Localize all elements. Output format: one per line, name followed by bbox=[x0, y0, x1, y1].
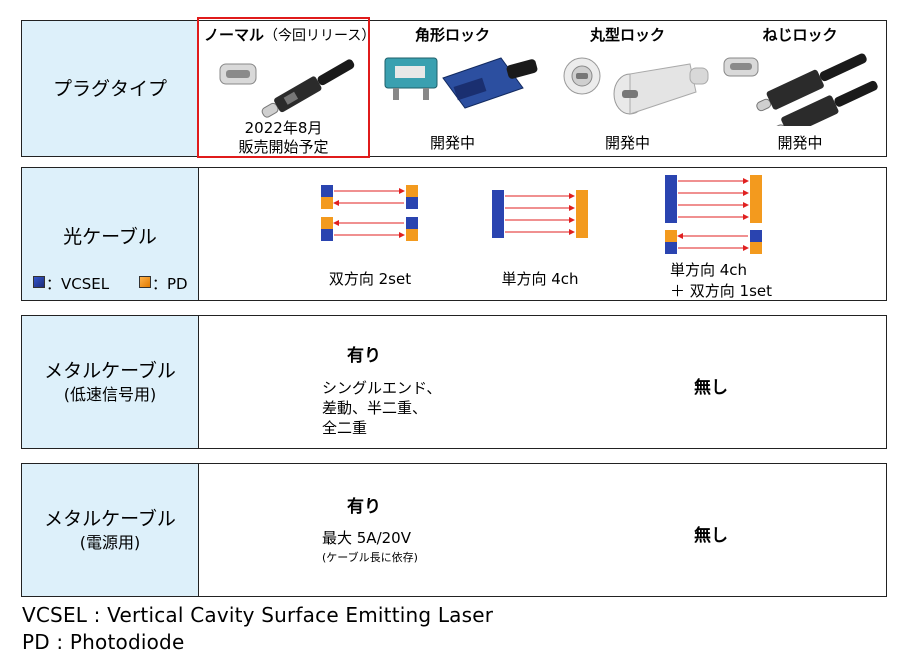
combined-uni-4ch bbox=[665, 175, 762, 223]
metal-power-no: 無し bbox=[694, 526, 728, 546]
combined-bidir-1set bbox=[665, 230, 762, 254]
optical-config-2-text: 単方向 4ch bbox=[501, 270, 579, 288]
plug-round-lock-status: 開発中 bbox=[604, 134, 650, 152]
plug-screw-lock-status: 開発中 bbox=[777, 134, 823, 152]
plug-normal-status-2: 販売開始予定 bbox=[238, 138, 329, 156]
footer-pd-definition: PD : Photodiode bbox=[22, 630, 185, 654]
plug-normal-title: ノーマル（今回リリース） bbox=[204, 24, 375, 45]
optical-cable-row: 光ケーブル bbox=[21, 167, 887, 301]
plug-normal-title-text: ノーマル bbox=[204, 26, 265, 44]
plug-type-label-cell: プラグタイプ bbox=[22, 21, 199, 156]
metal-power-row: メタルケーブル (電源用) bbox=[21, 463, 887, 597]
metal-signal-label-cell: メタルケーブル (低速信号用) bbox=[22, 316, 199, 448]
optical-config-3-text-1: 単方向 4ch bbox=[670, 261, 748, 279]
optical-label-cell: 光ケーブル bbox=[22, 168, 199, 300]
square-lock-plug-icon bbox=[442, 57, 538, 109]
square-lock-receptacle-icon bbox=[384, 57, 438, 100]
current-release-highlight bbox=[197, 17, 370, 158]
metal-power-detail-1: 最大 5A/20V bbox=[322, 529, 411, 547]
screw-lock-receptacle-icon bbox=[723, 57, 759, 77]
legend-pd-text: ：PD bbox=[152, 275, 188, 293]
plug-square-lock-image bbox=[384, 57, 538, 109]
optical-config-unidirectional-4ch-diagram bbox=[492, 190, 588, 238]
plug-square-lock-status: 開発中 bbox=[429, 134, 475, 152]
footer-vcsel-definition: VCSEL : Vertical Cavity Surface Emitting… bbox=[22, 603, 494, 627]
legend-vcsel-text: ：VCSEL bbox=[46, 275, 110, 293]
metal-signal-row: メタルケーブル (低速信号用) bbox=[21, 315, 887, 449]
metal-signal-label-1: メタルケーブル bbox=[44, 360, 176, 382]
plug-round-lock-title: 丸型ロック bbox=[589, 26, 665, 44]
metal-signal-detail-3: 全二重 bbox=[322, 419, 368, 437]
plug-screw-lock-title: ねじロック bbox=[762, 26, 838, 44]
plug-normal-status-1: 2022年8月 bbox=[244, 119, 323, 137]
screw-lock-plug-2-icon bbox=[770, 80, 878, 126]
round-lock-receptacle-icon bbox=[563, 57, 601, 95]
optical-label: 光ケーブル bbox=[63, 226, 157, 248]
legend-pd-icon bbox=[139, 276, 151, 288]
bidir-set-1 bbox=[321, 185, 418, 209]
metal-signal-detail-2: 差動、半二重、 bbox=[322, 399, 428, 417]
legend-vcsel-icon bbox=[33, 276, 45, 288]
plug-screw-lock-image bbox=[723, 53, 878, 126]
metal-power-label-2: (電源用) bbox=[79, 533, 141, 552]
plug-square-lock-title: 角形ロック bbox=[414, 26, 490, 44]
receptacle-slot-icon bbox=[226, 70, 250, 78]
optical-config-3-text-2: ＋ 双方向 1set bbox=[670, 282, 773, 300]
optical-config-1-text: 双方向 2set bbox=[328, 270, 412, 288]
plug-normal-title-suffix: （今回リリース） bbox=[264, 28, 376, 44]
metal-power-yes: 有り bbox=[347, 497, 381, 517]
bidir-set-2 bbox=[321, 217, 418, 241]
metal-power-label-cell: メタルケーブル (電源用) bbox=[22, 464, 199, 596]
round-lock-plug-icon bbox=[613, 63, 709, 115]
screw-lock-plug-1-icon bbox=[756, 53, 867, 112]
uni-4ch-lanes bbox=[492, 190, 588, 238]
plug-round-lock-image bbox=[563, 57, 709, 115]
plug-normal-image bbox=[219, 59, 355, 118]
usb-c-cable-icon bbox=[261, 59, 355, 118]
metal-signal-no: 無し bbox=[694, 378, 728, 398]
metal-signal-yes: 有り bbox=[347, 346, 381, 366]
metal-power-detail-2: (ケーブル長に依存) bbox=[322, 551, 418, 564]
optical-config-bidirectional-2set-diagram bbox=[321, 185, 418, 241]
metal-power-label-1: メタルケーブル bbox=[44, 508, 176, 530]
plug-type-row: プラグタイプ bbox=[21, 20, 887, 157]
optical-config-combined-diagram bbox=[665, 175, 762, 254]
metal-signal-detail-1: シングルエンド、 bbox=[322, 379, 442, 397]
metal-signal-label-2: (低速信号用) bbox=[63, 385, 157, 404]
plug-type-label: プラグタイプ bbox=[52, 77, 167, 100]
